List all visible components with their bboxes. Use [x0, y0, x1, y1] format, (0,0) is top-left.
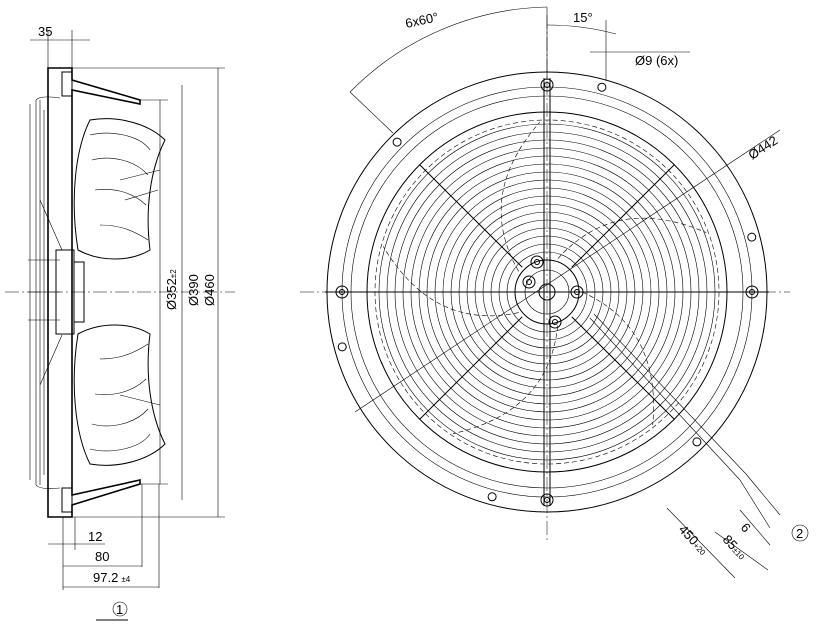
callout-1-circle — [112, 601, 128, 617]
front-view: 6x60° 15° Ø9 (6x) Ø442 450+20 6 85±10 2 — [300, 6, 809, 579]
mounting-hole — [337, 342, 347, 352]
bolt-center — [544, 82, 550, 88]
blade-edge — [557, 217, 707, 259]
bolt — [745, 285, 759, 299]
mounting-holes — [337, 82, 757, 502]
bolt — [530, 255, 544, 269]
mounting-hole — [692, 437, 702, 447]
guard-spoke — [419, 164, 523, 268]
bolt — [335, 285, 349, 299]
mounting-hole — [487, 492, 497, 502]
bolt-center — [526, 279, 532, 285]
motor-shaft — [73, 261, 85, 323]
bolt — [548, 315, 562, 329]
dim-hole: Ø9 (6x) — [635, 53, 678, 68]
mounting-hole — [392, 137, 402, 147]
bolt-center — [544, 497, 550, 503]
guard-spoke — [571, 164, 675, 268]
mounting-hole — [597, 82, 607, 92]
dim-cable-450: 450+20 — [676, 522, 711, 558]
dim-15: 15° — [573, 10, 593, 25]
dim-dia-460: Ø460 — [202, 274, 217, 306]
guard-spoke — [571, 316, 675, 420]
guard-spokes — [325, 78, 769, 506]
bolt — [522, 275, 536, 289]
bolt-center — [534, 259, 540, 265]
guard-grille — [28, 96, 63, 489]
mounting-hole — [747, 232, 757, 242]
dim-85: 85±10 — [720, 532, 750, 563]
top-bolt — [61, 71, 73, 97]
bolt-center — [749, 289, 755, 295]
callout-2: 2 — [796, 526, 803, 541]
bolt — [570, 285, 584, 299]
dim-97: 97.2±4 — [93, 570, 131, 585]
dim-dia-442: Ø442 — [745, 133, 780, 163]
grille-bolts — [335, 78, 759, 507]
bottom-bolt — [61, 487, 73, 513]
blade-upper — [73, 118, 166, 260]
bolt-center — [574, 289, 580, 295]
dim-80: 80 — [95, 549, 109, 564]
dim-dia-352: Ø352±2 — [164, 269, 179, 310]
dim-6: 6 — [738, 520, 754, 536]
callout-2-circle — [791, 524, 809, 542]
cable — [589, 313, 781, 529]
blade-edge — [382, 246, 519, 316]
bolt-center — [552, 319, 558, 325]
callout-1: 1 — [116, 602, 123, 617]
blade-edge — [452, 325, 559, 434]
dim-6x60: 6x60° — [404, 9, 440, 31]
dim-dia-390: Ø390 — [186, 274, 201, 306]
dim-35: 35 — [38, 24, 52, 39]
guard-spoke — [419, 316, 523, 420]
bolt-center — [339, 289, 345, 295]
blade-edge — [500, 121, 541, 272]
dim-12: 12 — [88, 529, 102, 544]
blade-edge — [581, 291, 654, 426]
bolt — [540, 493, 554, 507]
impeller-blades — [382, 121, 707, 434]
blade-lower — [73, 324, 166, 466]
side-view: 35 Ø352±2 Ø390 Ø460 12 80 97.2±4 1 — [5, 24, 235, 621]
